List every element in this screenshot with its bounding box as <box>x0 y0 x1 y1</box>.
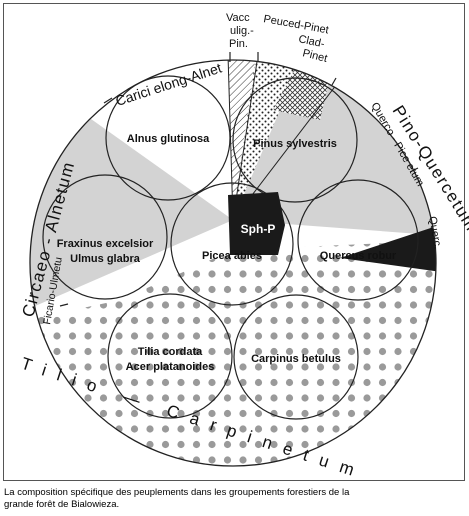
peuced-label: Peuced-Pinet <box>262 13 329 36</box>
vacc-ulig-zone <box>228 60 258 220</box>
ulmus-label: Ulmus glabra <box>70 253 141 265</box>
alnus-label: Alnus glutinosa <box>127 133 210 145</box>
vacc-label: Vacc <box>226 12 250 24</box>
clad-label: Clad- <box>297 33 326 50</box>
clad-pinet-label: Pinet <box>301 47 328 65</box>
sph-p-label: Sph-P <box>241 222 276 236</box>
tilia-circle <box>107 293 233 419</box>
clad-pinet-zone <box>273 60 335 120</box>
carpinus-label: Carpinus betulus <box>251 353 341 365</box>
caption-line-1: La composition spécifique des peuplement… <box>4 487 350 498</box>
fraxinus-label: Fraxinus excelsior <box>57 238 154 250</box>
forest-composition-diagram: Alnus glutinosa Pinus sylvestris Sph-P F… <box>19 12 469 482</box>
sph-p-zone <box>228 192 285 255</box>
picea-circle <box>170 182 294 306</box>
acer-label: Acer platanoides <box>126 361 215 373</box>
figure-caption: La composition spécifique des peuplement… <box>4 487 464 511</box>
querc-zone <box>340 205 436 280</box>
tilia-label: Tilia cordata <box>138 346 203 358</box>
pin-label: Pin. <box>229 38 248 50</box>
quercus-label: Quercus robur <box>320 250 397 262</box>
picea-label: Picea abies <box>202 250 262 262</box>
ulig-label: ulig.- <box>230 25 254 37</box>
figure-frame <box>3 3 465 481</box>
alnus-circle <box>105 75 231 201</box>
caption-line-2: grande forêt de Bialowieza. <box>4 499 120 510</box>
quercus-circle <box>297 179 419 301</box>
carpinus-circle <box>233 294 359 420</box>
outer-circle-outline <box>29 59 437 467</box>
pinus-label: Pinus sylvestris <box>253 138 337 150</box>
pinus-circle <box>232 77 358 203</box>
querc-label: Querc. <box>426 215 444 250</box>
fraxinus-circle <box>42 174 168 300</box>
